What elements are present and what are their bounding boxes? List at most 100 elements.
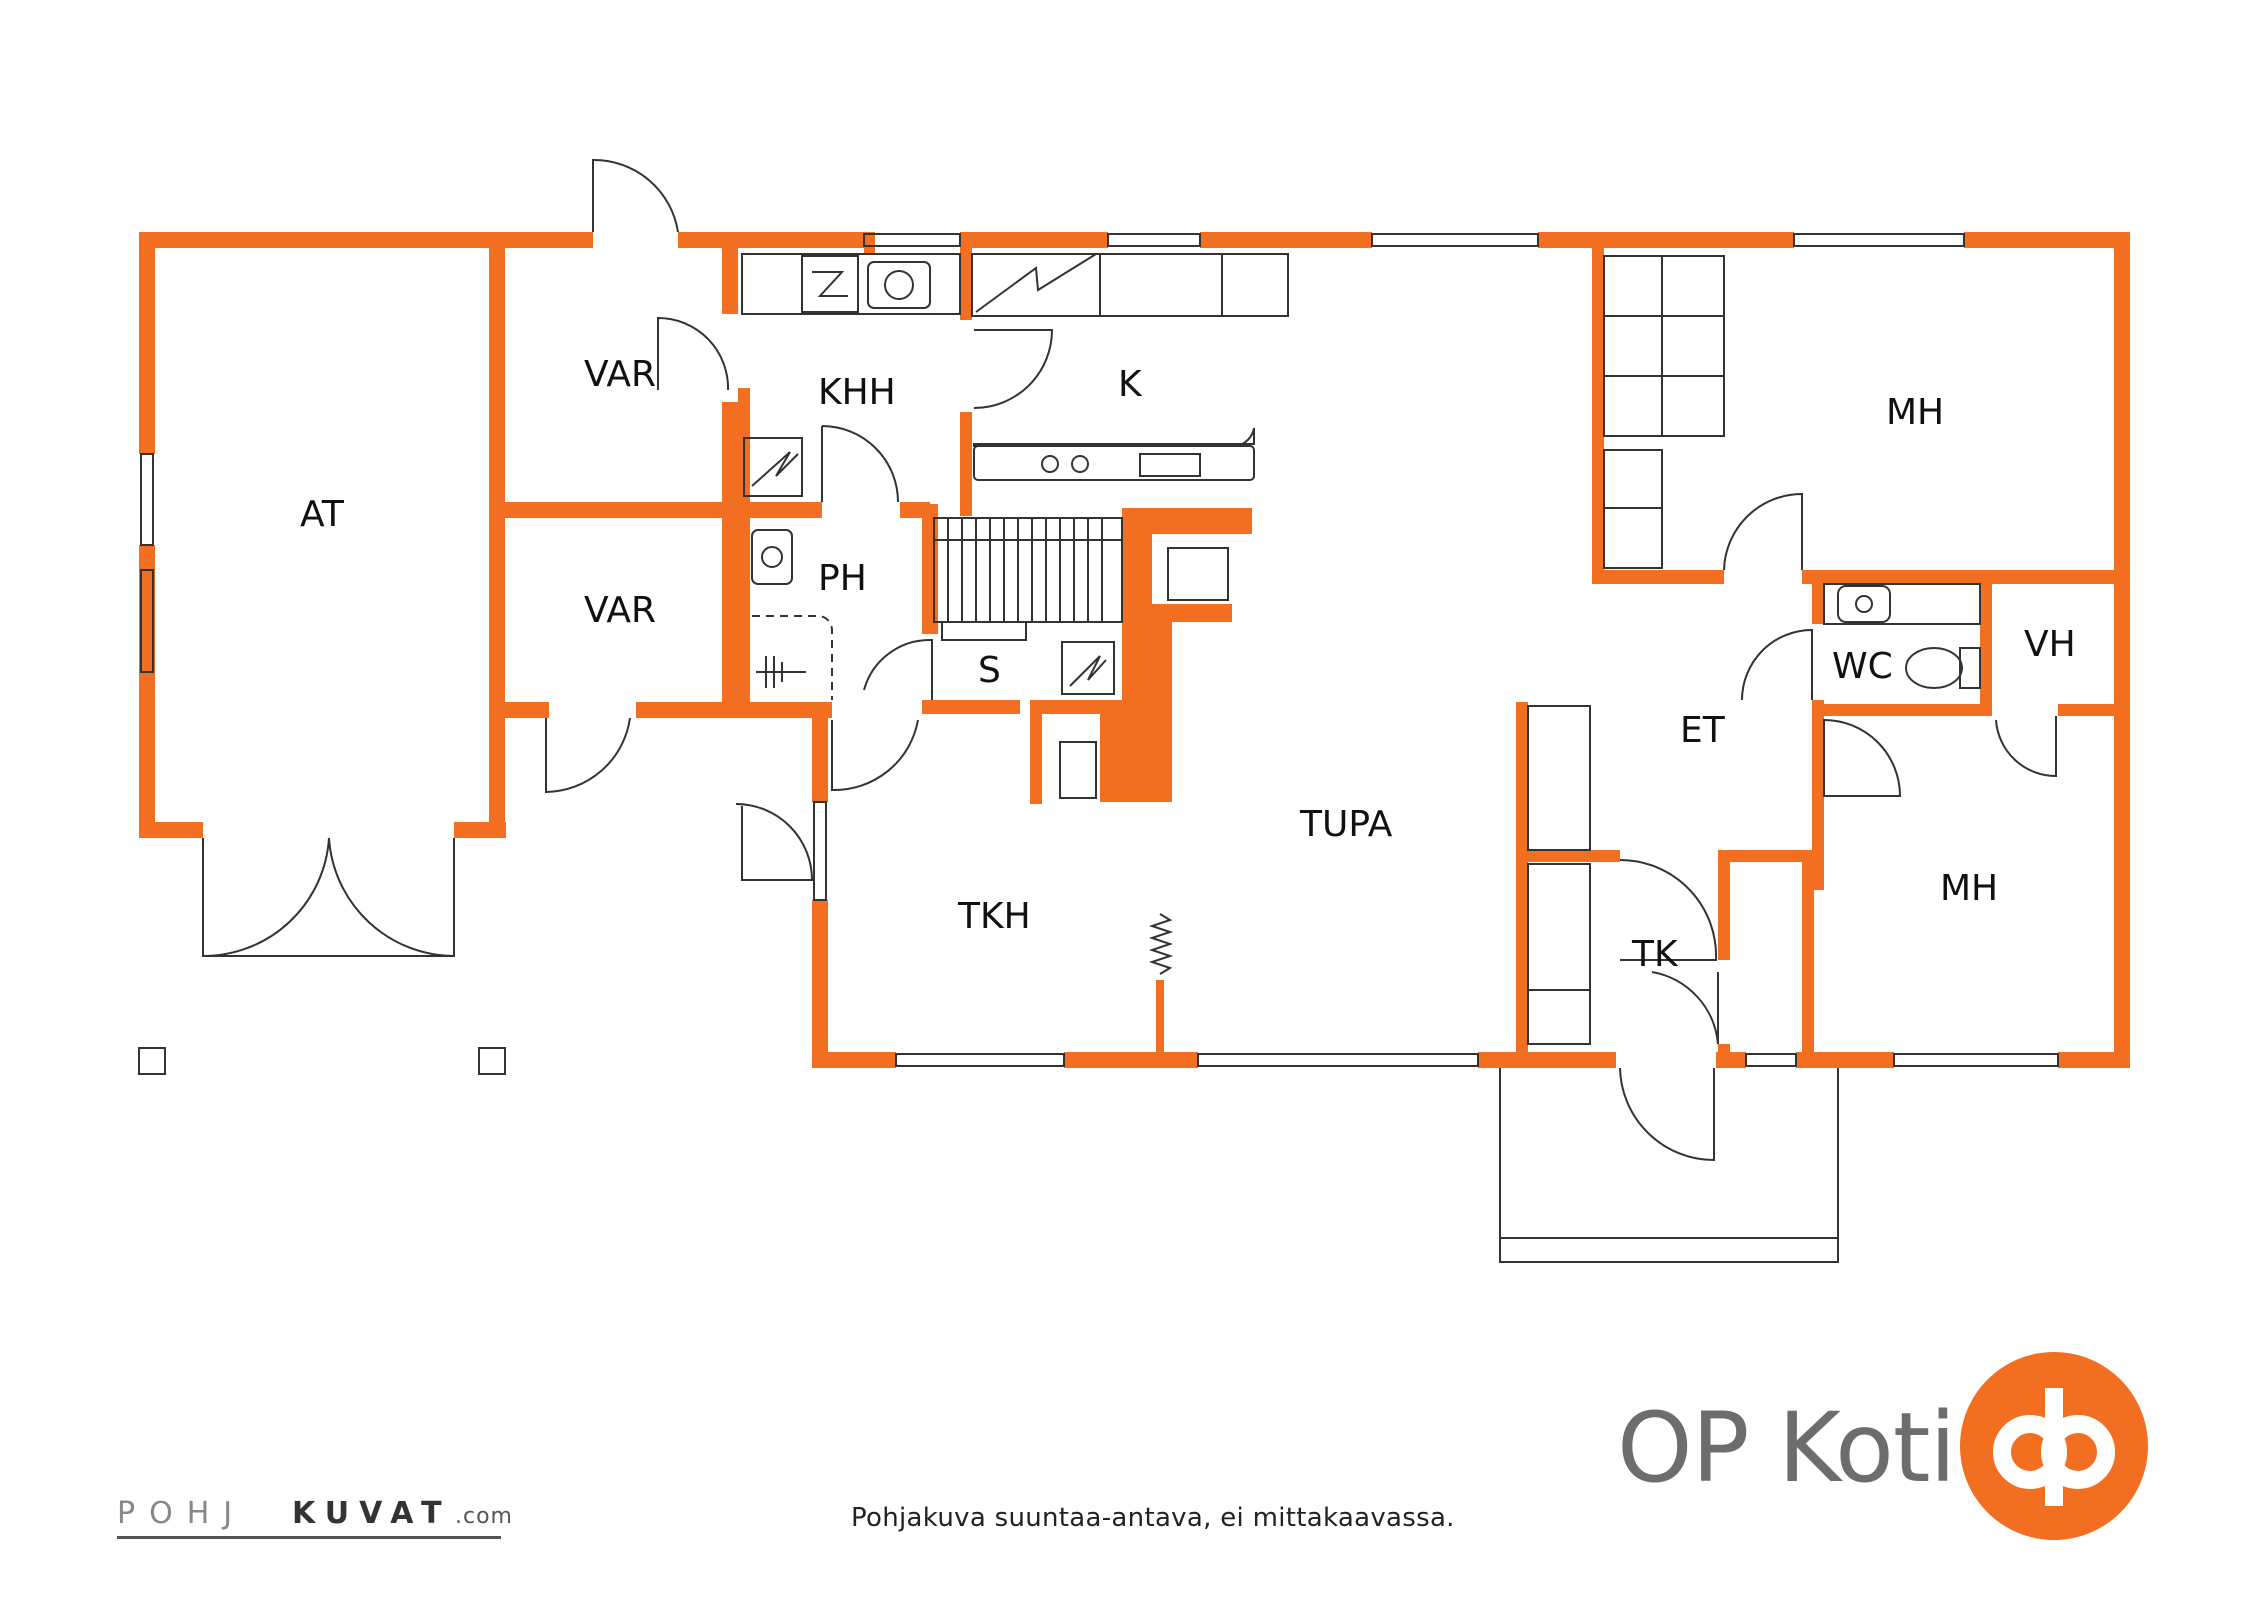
window	[1893, 1053, 2059, 1067]
wall	[1592, 570, 1724, 584]
window	[1745, 1053, 1797, 1067]
credit-text-part2: KUVAT	[292, 1496, 452, 1531]
fireplace-opening	[1167, 547, 1229, 601]
door	[1823, 718, 1902, 797]
wall	[1812, 570, 1824, 624]
counter	[1099, 254, 1223, 316]
door	[831, 719, 919, 792]
stairs	[934, 518, 1122, 622]
window	[1793, 233, 1965, 247]
stairs	[941, 621, 1027, 641]
sink	[884, 270, 914, 300]
door	[1619, 1067, 1715, 1162]
wall	[922, 504, 938, 634]
door	[202, 837, 330, 958]
window	[140, 569, 154, 673]
wall	[722, 402, 738, 718]
appliance	[812, 271, 848, 297]
wall	[1980, 570, 1992, 716]
wall	[1592, 248, 1604, 584]
door	[973, 329, 1054, 409]
wall	[1030, 700, 1172, 714]
wall	[1812, 700, 1824, 890]
wall	[1064, 1052, 1198, 1068]
counter	[973, 427, 1255, 447]
fireplace	[1100, 508, 1252, 802]
wall	[1718, 1044, 1730, 1068]
door	[592, 158, 679, 233]
stove	[1041, 455, 1059, 473]
wall	[812, 1052, 896, 1068]
toilet	[1905, 647, 1963, 689]
room-label-khh: KHH	[818, 372, 896, 413]
wall	[139, 232, 505, 248]
wardrobe	[1528, 864, 1591, 1044]
door	[1619, 858, 1718, 961]
room-label-tupa: TUPA	[1299, 804, 1393, 845]
counter	[741, 253, 961, 315]
wall	[1516, 702, 1528, 850]
door	[863, 638, 933, 700]
terrace	[1499, 1068, 1839, 1263]
post	[138, 1047, 166, 1075]
shower	[752, 615, 833, 700]
brand-name: OP Koti	[1617, 1392, 1956, 1504]
wall	[1478, 1052, 1616, 1068]
heater	[1148, 913, 1174, 975]
wall	[139, 232, 155, 454]
shower	[756, 656, 806, 688]
wall	[2058, 1052, 2130, 1068]
wall	[139, 822, 203, 838]
wall	[1796, 1052, 1894, 1068]
room-label-et: ET	[1680, 710, 1726, 751]
wall	[960, 232, 972, 320]
wall	[738, 388, 750, 718]
credit-text-part3: .com	[455, 1504, 513, 1529]
wall	[960, 232, 1108, 248]
wall	[1802, 850, 1814, 1068]
window	[1107, 233, 1201, 247]
room-label-k: K	[1118, 364, 1143, 405]
walls	[139, 232, 2130, 1068]
door	[1741, 628, 1813, 701]
fireplace-opening	[1059, 741, 1097, 799]
room-label-tk: TK	[1631, 934, 1679, 975]
window	[1371, 233, 1539, 247]
room-label-vh: VH	[2024, 624, 2076, 665]
sink	[1823, 583, 1981, 625]
door	[328, 837, 455, 958]
sink	[751, 529, 793, 585]
wardrobe	[1603, 255, 1663, 437]
wall	[139, 545, 155, 838]
stove	[1071, 455, 1089, 473]
sink	[867, 261, 931, 309]
sink	[1139, 453, 1201, 477]
wall	[922, 700, 1020, 714]
fixtures-doors-windows	[138, 158, 2059, 1263]
door	[545, 717, 631, 794]
wall	[1516, 850, 1620, 862]
wall	[1964, 232, 2130, 248]
op-logo-stem	[2045, 1388, 2063, 1506]
credit-text-part1: POHJ	[117, 1496, 247, 1531]
appliance	[1061, 641, 1115, 695]
wall	[1718, 850, 1814, 862]
pohjakuvat-credit: POHJ KUVAT .com	[117, 1494, 512, 1542]
wardrobe	[1661, 255, 1725, 437]
wall	[1538, 232, 1794, 248]
room-label-tkh: TKH	[957, 896, 1031, 937]
op-logo-icon	[1960, 1352, 2148, 1540]
door	[657, 316, 730, 391]
appliance	[751, 451, 799, 487]
room-label-var-top: VAR	[584, 354, 656, 395]
appliance	[801, 255, 859, 313]
wall	[505, 702, 549, 718]
appliance	[743, 437, 803, 497]
wall	[812, 706, 828, 802]
door	[1651, 971, 1719, 1045]
counter	[971, 253, 1289, 317]
wall	[2114, 232, 2130, 1068]
wall	[1156, 980, 1164, 1068]
window	[1197, 1053, 1479, 1067]
room-label-wc: WC	[1832, 646, 1893, 687]
